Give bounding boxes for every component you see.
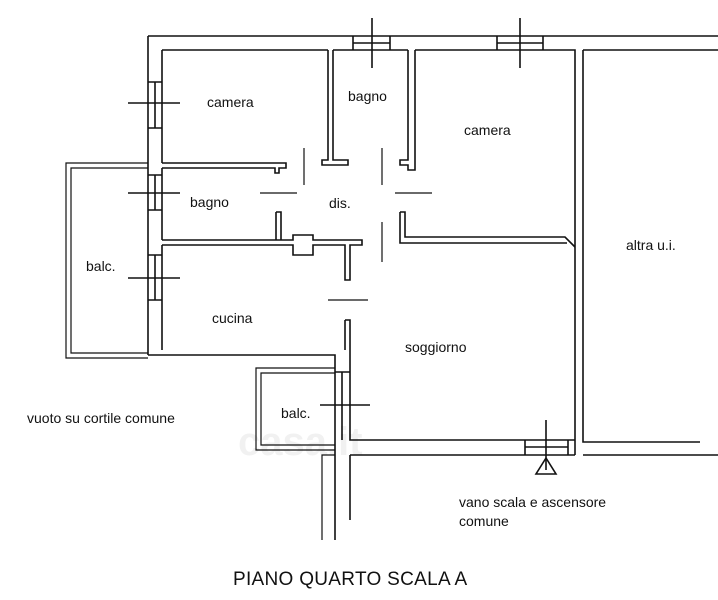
room-label-bagno: bagno <box>348 88 387 104</box>
room-label-balc: balc. <box>86 258 116 274</box>
note-cortile: vuoto su cortile comune <box>27 410 175 426</box>
interior-walls <box>162 50 576 355</box>
balconies <box>65 162 335 540</box>
outer-walls <box>147 35 718 540</box>
door-markers <box>260 148 432 301</box>
room-label-soggiorno: soggiorno <box>405 339 467 355</box>
note-scala-2: comune <box>459 513 509 529</box>
plan-title: PIANO QUARTO SCALA A <box>233 569 468 590</box>
room-label-balc: balc. <box>281 405 311 421</box>
room-label-cucina: cucina <box>212 310 253 326</box>
room-label-dis: dis. <box>329 195 351 211</box>
room-label-altra-ui: altra u.i. <box>626 237 676 253</box>
windows <box>128 18 569 475</box>
room-label-camera: camera <box>464 122 511 138</box>
note-scala: vano scala e ascensore <box>459 494 607 510</box>
room-label-bagno: bagno <box>190 194 229 210</box>
watermark-logo: casa.it <box>238 420 363 464</box>
room-label-camera: camera <box>207 94 254 110</box>
